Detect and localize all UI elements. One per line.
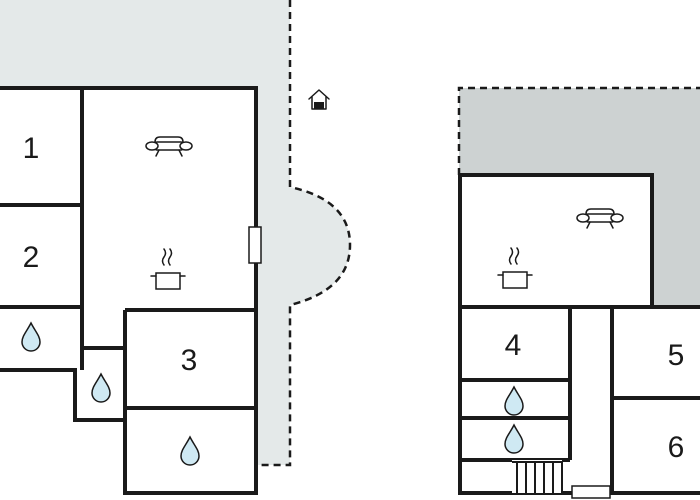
water-drop-icon: [504, 386, 524, 416]
room-number: 6: [668, 431, 685, 464]
water-drop-icon: [91, 373, 111, 403]
water-drop-icon: [180, 436, 200, 466]
room-number: 5: [668, 339, 685, 372]
house-entrance-icon: [308, 89, 330, 110]
cooking-pot-icon: [497, 247, 533, 289]
room-number: 3: [181, 344, 198, 377]
right-outer-walls: [458, 173, 700, 495]
sofa-icon: [576, 208, 624, 229]
terrace-left-border: [256, 0, 352, 467]
terrace-left: [0, 0, 350, 465]
left-outer-walls: [0, 86, 258, 495]
terrace-right: [459, 88, 700, 307]
room-number: 2: [23, 241, 40, 274]
terrace-door: [248, 226, 262, 264]
water-drop-icon: [21, 322, 41, 352]
right-floor: 4 5 6: [457, 86, 700, 499]
room-number: 4: [505, 329, 522, 362]
cooking-pot-icon: [150, 248, 186, 290]
terrace-right-border: [457, 86, 700, 175]
room-number: 1: [23, 132, 40, 165]
left-floor: 1 2 3: [0, 0, 352, 495]
sofa-icon: [145, 136, 193, 157]
stairs-icon: [512, 460, 563, 493]
entrance-door: [571, 485, 611, 499]
water-drop-icon: [504, 424, 524, 454]
